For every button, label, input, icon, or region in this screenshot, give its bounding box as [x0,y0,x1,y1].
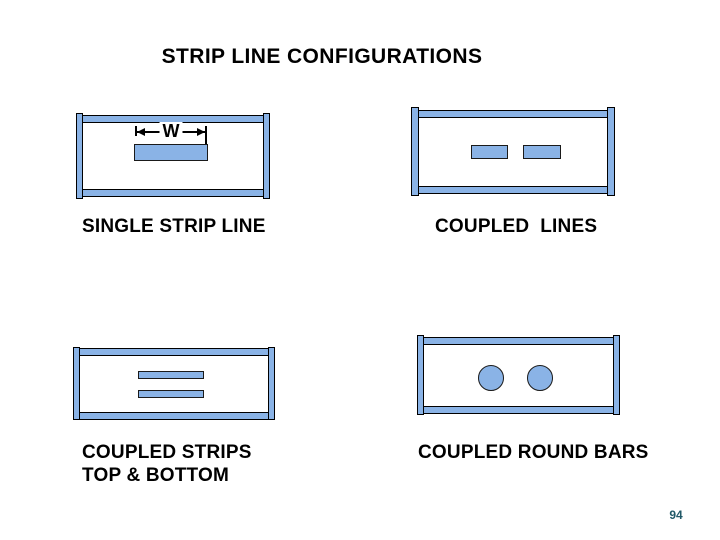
ground-wall-left [411,107,419,196]
dimension-arrow-right-icon [197,128,205,136]
label-coupled-round-bars: COUPLED ROUND BARS [418,442,649,463]
round-bar-right [527,365,553,391]
ground-plane-top [79,348,269,356]
ground-plane-top [423,337,614,345]
ground-wall-left [73,347,80,420]
center-conductor-strip [134,144,208,161]
page-number: 94 [669,508,683,522]
label-coupled-lines: COUPLED LINES [435,216,598,237]
ground-plane-bottom [79,412,269,420]
coupled-strip-upper [138,371,204,379]
dimension-arrow-left-icon [137,128,145,136]
dimension-tick-right [205,126,207,144]
ground-wall-left [417,335,424,415]
label-coupled-strips-line1: COUPLED STRIPS [82,442,252,463]
width-dimension-label: W [159,122,183,140]
coupled-strip-lower [138,390,204,398]
diagram-single-strip-line: W [76,113,270,199]
dimension-tick-left [135,126,137,136]
ground-wall-left [76,113,83,199]
ground-plane-bottom [418,186,608,194]
diagram-coupled-lines [411,107,615,196]
ground-wall-right [263,113,270,199]
diagram-coupled-strips [73,347,275,420]
ground-plane-bottom [82,189,264,197]
coupled-line-conductor-right [523,145,561,159]
ground-wall-right [268,347,275,420]
ground-plane-bottom [423,406,614,414]
ground-wall-right [613,335,620,415]
page-title: STRIP LINE CONFIGURATIONS [161,45,483,68]
round-bar-left [478,365,504,391]
coupled-line-conductor-left [471,145,508,159]
diagram-coupled-round-bars [417,335,620,415]
ground-wall-right [607,107,615,196]
ground-plane-top [418,110,608,118]
label-single-strip-line: SINGLE STRIP LINE [82,216,266,237]
width-dimension: W [135,122,207,157]
label-coupled-strips-line2: TOP & BOTTOM [82,465,230,486]
